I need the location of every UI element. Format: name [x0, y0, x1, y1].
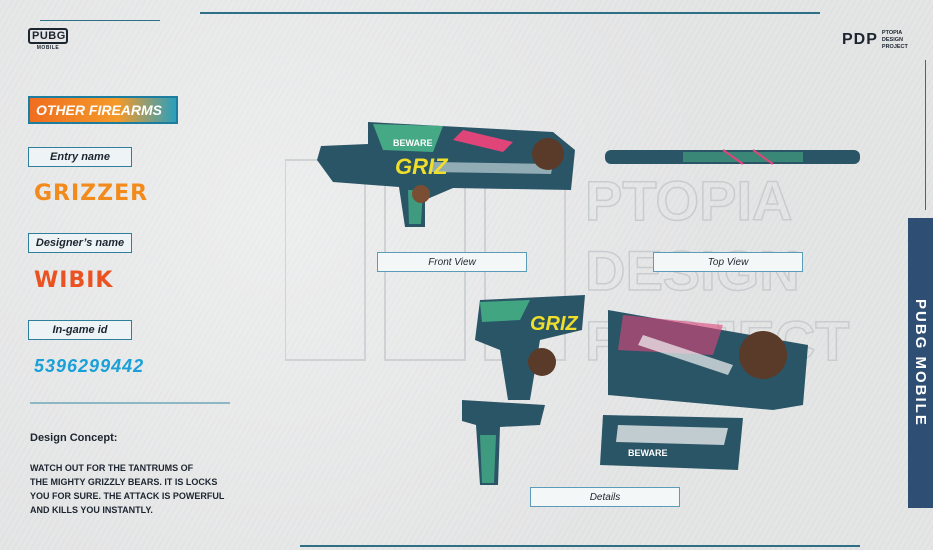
top-view-label: Top View	[653, 252, 803, 272]
ingame-id-label: In-game id	[28, 320, 132, 340]
details-label: Details	[530, 487, 680, 507]
pubg-logo-subtext: MOBILE	[36, 45, 60, 51]
frame-top-left-line	[40, 20, 160, 21]
designer-name-value: WIBIK	[34, 268, 114, 293]
gun-front-beware-text: BEWARE	[393, 138, 433, 148]
gun-top-view	[605, 149, 860, 165]
entry-name-label: Entry name	[28, 147, 132, 167]
side-banner-text: PUBG MOBILE	[912, 299, 929, 427]
entry-name-value: GRIZZER	[34, 181, 149, 206]
detail-handguard	[608, 310, 808, 410]
detail-receiver: GRIZ	[475, 295, 585, 400]
gun-front-view: BEWARE GRIZ	[317, 122, 575, 227]
pdp-logo: PDP PTOPIA DESIGN PROJECT	[842, 26, 908, 54]
gun-front-griz-text: GRIZ	[395, 154, 449, 179]
pdp-logo-text: PTOPIA DESIGN PROJECT	[882, 30, 908, 51]
frame-right-line	[925, 60, 926, 210]
pubg-logo-text: PUBG	[28, 28, 68, 44]
pdp-line3: PROJECT	[881, 43, 908, 50]
divider	[30, 402, 230, 404]
pubg-mobile-logo: PUBG MOBILE	[28, 28, 68, 58]
section-title: OTHER FIREARMS	[36, 102, 162, 118]
detail-beware-text: BEWARE	[628, 448, 668, 458]
section-header: OTHER FIREARMS	[28, 96, 178, 124]
side-banner: PUBG MOBILE	[908, 218, 933, 508]
pdp-line2: DESIGN	[881, 36, 903, 43]
design-concept-text: WATCH OUT FOR THE TANTRUMS OF THE MIGHTY…	[30, 463, 225, 515]
frame-bottom-line	[300, 545, 860, 547]
detail-magazine: BEWARE	[600, 415, 743, 470]
pdp-line1: PTOPIA	[881, 29, 903, 36]
designer-name-label: Designer’s name	[28, 233, 132, 253]
front-view-label: Front View	[377, 252, 527, 272]
design-concept-title: Design Concept:	[30, 432, 118, 444]
frame-top-line	[200, 12, 820, 14]
pdp-logo-mark: PDP	[842, 31, 878, 48]
detail-griz-text: GRIZ	[530, 313, 579, 335]
ingame-id-value: 5396299442	[34, 356, 145, 376]
detail-stock	[462, 400, 545, 485]
